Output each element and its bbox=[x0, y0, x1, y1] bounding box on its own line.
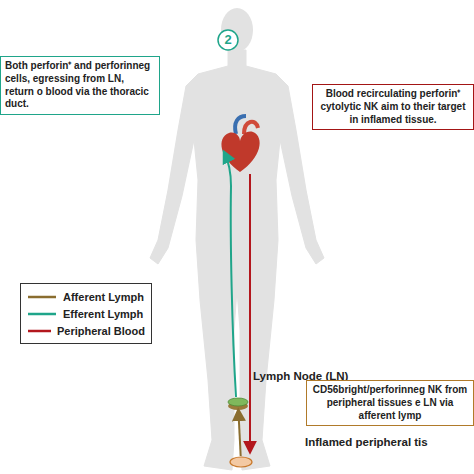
node-text: 2 bbox=[224, 32, 231, 49]
tissue-site: Inflamed peripheral tis bbox=[229, 456, 253, 468]
node-text: CD56bright/perforinneg NK from periphera… bbox=[311, 384, 469, 422]
legend-box: Afferent LymphEfferent LymphPeripheral B… bbox=[20, 283, 152, 344]
legend-text: Afferent Lymph bbox=[63, 291, 144, 303]
body-silhouette bbox=[150, 50, 324, 470]
legend-line bbox=[28, 329, 51, 332]
peripheral-blood-line bbox=[249, 174, 251, 452]
heart-symbol bbox=[221, 132, 259, 172]
legend-text: Peripheral Blood bbox=[57, 325, 145, 337]
node-text: Blood recirculating perforin⁺ cytolytic … bbox=[317, 88, 469, 126]
lymph-node-outline bbox=[227, 396, 249, 410]
node-heading: Inflamed peripheral tis bbox=[305, 435, 428, 450]
legend-text: Efferent Lymph bbox=[63, 308, 143, 320]
tissue-ellipse bbox=[230, 457, 252, 467]
legend-line-sample bbox=[27, 309, 57, 319]
callout-circle bbox=[218, 30, 238, 50]
legend-line bbox=[28, 295, 56, 298]
afferent-lymph-arrow bbox=[238, 410, 240, 456]
legend-line-sample bbox=[27, 292, 57, 302]
callout-box: CD56bright/perforinneg NK from periphera… bbox=[306, 380, 474, 426]
lymph-node: Lymph Node (LN) bbox=[227, 396, 249, 410]
callout-box: Blood recirculating perforin⁺ cytolytic … bbox=[312, 84, 474, 130]
node-text: Both perforin⁺ and perforinneg cells, eg… bbox=[5, 60, 155, 111]
callout-box: Both perforin⁺ and perforinneg cells, eg… bbox=[0, 56, 160, 115]
legend-line-sample bbox=[27, 326, 51, 336]
callout-number: 2 bbox=[217, 29, 239, 51]
tissue-site-outline bbox=[229, 456, 253, 468]
lymph-node-layer bbox=[228, 398, 248, 406]
efferent-lymph-line bbox=[224, 152, 236, 397]
legend-line bbox=[28, 312, 56, 315]
